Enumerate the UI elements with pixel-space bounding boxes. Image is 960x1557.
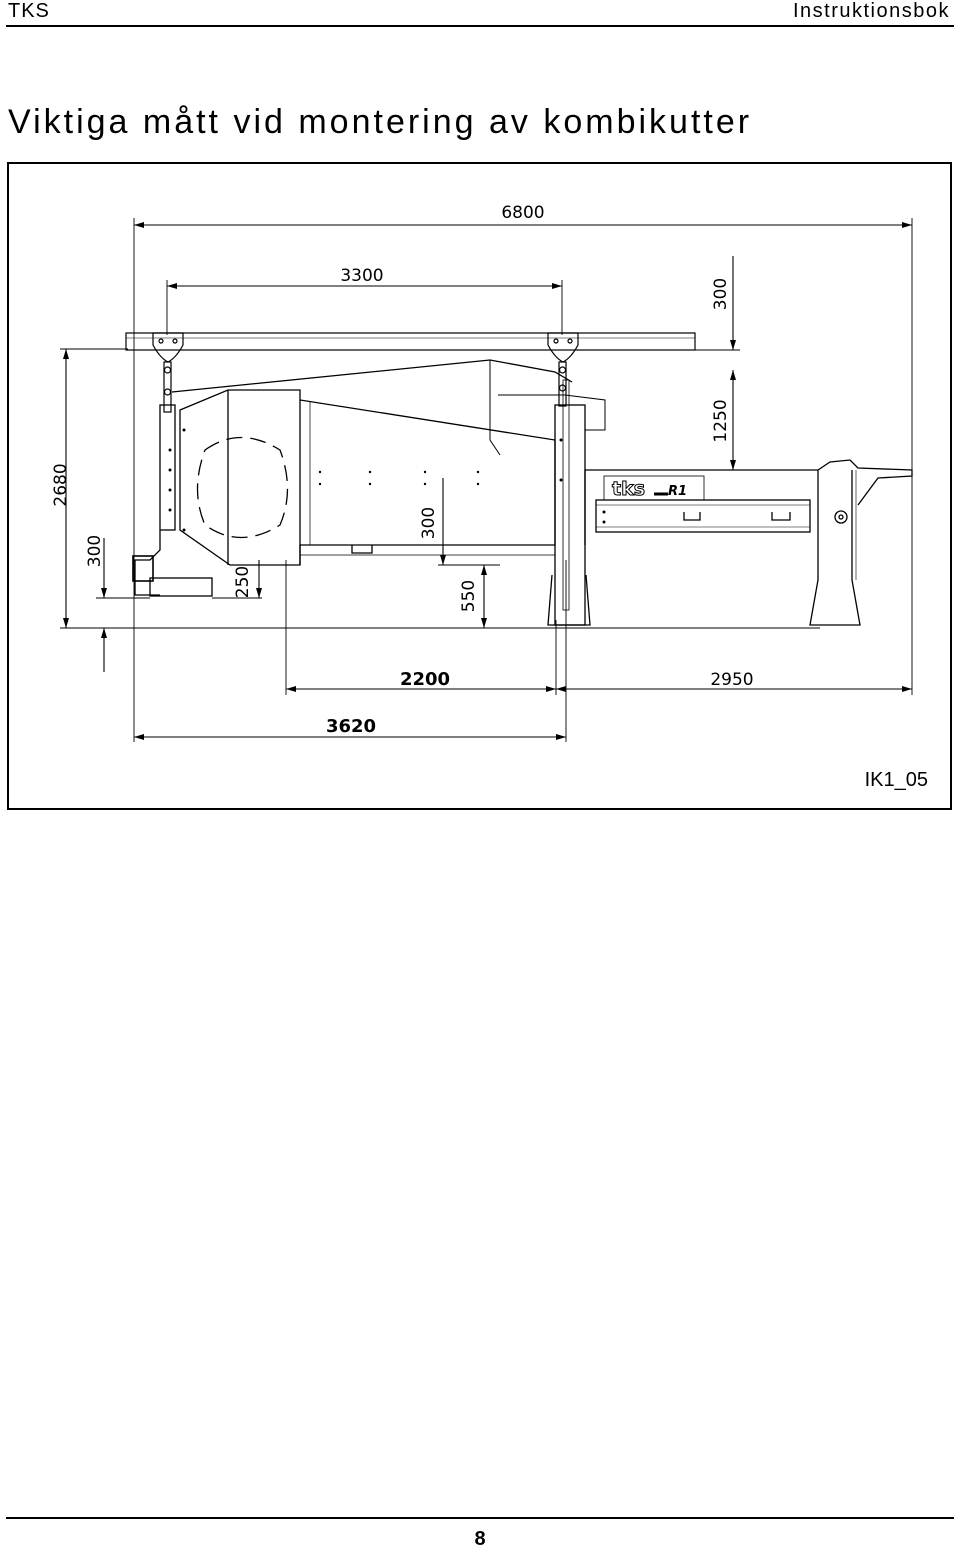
figure-code: IK1_05 (864, 769, 928, 791)
footer-rule (6, 1517, 954, 1519)
dim-infeed-span: 3620 (326, 716, 376, 737)
page-number: 8 (474, 1528, 486, 1550)
dim-hoist-drop: 1250 (711, 399, 731, 442)
dim-middle-span: 2200 (400, 669, 450, 690)
extension-lines (60, 218, 913, 742)
machine-logo: tks R1 (612, 478, 688, 501)
dim-total-length: 6800 (501, 203, 544, 223)
overhead-beam (125, 332, 696, 413)
kombikutter-machine (132, 359, 913, 626)
dim-hook-spacing: 3300 (340, 266, 383, 286)
header-doc-type: Instruktionsbok (792, 0, 950, 22)
page-title: Viktiga mått vid montering av kombikutte… (8, 103, 753, 141)
header-brand: TKS (8, 0, 50, 22)
dim-outfeed-span: 2950 (710, 670, 753, 690)
rivet-dots (168, 428, 606, 532)
logo-tks: tks (612, 478, 645, 500)
dim-beam-clearance: 300 (711, 278, 731, 310)
dimension-arrows (63, 222, 912, 740)
dim-feed-height: 250 (233, 566, 253, 598)
dim-floor-offset: 300 (85, 535, 105, 567)
dimension-drawing: tks R1 (51, 203, 913, 742)
logo-model: R1 (668, 484, 687, 499)
header-rule (6, 25, 954, 27)
dim-leg-height: 550 (459, 580, 479, 612)
figure-frame: tks R1 (7, 162, 952, 810)
dim-chute-height: 300 (419, 507, 439, 539)
one-sided-arrows (101, 256, 736, 672)
dim-total-height: 2680 (51, 463, 71, 506)
